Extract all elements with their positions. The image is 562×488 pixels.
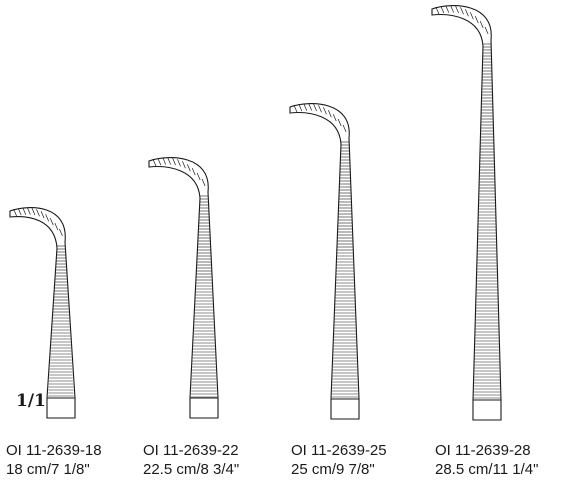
jaw-serration — [182, 161, 186, 169]
jaw-serration — [201, 178, 206, 187]
jaw-serration — [191, 168, 196, 176]
jaw-serration — [167, 157, 171, 165]
jaw-serration — [196, 172, 201, 181]
forceps-outline — [289, 103, 360, 420]
jaw-serration — [293, 104, 298, 113]
forceps-drawing — [9, 207, 76, 419]
jaw-serration — [435, 6, 440, 15]
forceps-outline — [9, 207, 76, 419]
jaw-serration — [13, 208, 17, 217]
jaw-serration — [157, 157, 162, 166]
jaw-serration — [45, 214, 49, 222]
scale-label: 1/1 — [16, 391, 46, 411]
instrument-caption-25: OI 11-2639-25 25 cm/9 7/8" — [291, 441, 387, 479]
jaw-serration — [298, 103, 303, 112]
jaw-serration — [59, 228, 63, 237]
forceps-drawing — [289, 103, 360, 420]
instrument-code: OI 11-2639-22 — [143, 442, 239, 459]
jaw-serration — [484, 26, 489, 35]
jaw-serration — [479, 20, 484, 29]
jaw-serration — [337, 118, 342, 127]
jaw-serration — [152, 158, 157, 167]
jaw-serration — [36, 209, 40, 217]
forceps-drawing — [148, 157, 219, 419]
jaw-serration — [470, 12, 474, 20]
instrument-caption-28: OI 11-2639-28 28.5 cm/11 1/4" — [435, 441, 538, 479]
jaw-serration — [40, 211, 45, 219]
jaw-serration — [187, 164, 191, 172]
instrument-caption-18: OI 11-2639-18 18 cm/7 1/8" — [6, 441, 102, 479]
instrument-size: 28.5 cm/11 1/4" — [435, 461, 539, 478]
instrument-size: 22.5 cm/8 3/4" — [143, 461, 240, 478]
jaw-serration — [49, 218, 54, 226]
forceps-outline — [148, 157, 219, 419]
jaw-serration — [450, 5, 454, 13]
jaw-serration — [162, 157, 167, 165]
jaw-serration — [177, 159, 181, 167]
jaw-serration — [318, 105, 322, 113]
jaw-serration — [31, 207, 36, 216]
jaw-serration — [303, 103, 308, 111]
instrument-code: OI 11-2639-25 — [291, 442, 387, 459]
jaw-serration — [172, 157, 176, 166]
jaw-serration — [474, 16, 479, 24]
instrument-size: 18 cm/7 1/8" — [6, 461, 90, 478]
jaw-serration — [313, 103, 317, 112]
jaw-serration — [17, 207, 22, 216]
instrument-code: OI 11-2639-28 — [435, 442, 531, 459]
jaw-serration — [22, 207, 27, 215]
jaw-serration — [308, 103, 312, 111]
jaw-serration — [332, 114, 337, 122]
jaw-serration — [323, 107, 327, 115]
instrument-caption-22: OI 11-2639-22 22.5 cm/8 3/4" — [143, 441, 239, 479]
jaw-serration — [465, 9, 469, 17]
forceps-outline — [431, 5, 502, 421]
jaw-serration — [342, 124, 347, 133]
jaw-serration — [455, 5, 459, 14]
instrument-size: 25 cm/9 7/8" — [291, 461, 375, 478]
jaw-serration — [328, 110, 332, 118]
instrument-code: OI 11-2639-18 — [6, 442, 102, 459]
jaw-serration — [27, 207, 31, 215]
jaw-serration — [54, 222, 59, 231]
jaw-serration — [460, 7, 464, 15]
jaw-serration — [440, 5, 445, 14]
forceps-drawing — [431, 5, 502, 421]
jaw-serration — [445, 5, 450, 13]
